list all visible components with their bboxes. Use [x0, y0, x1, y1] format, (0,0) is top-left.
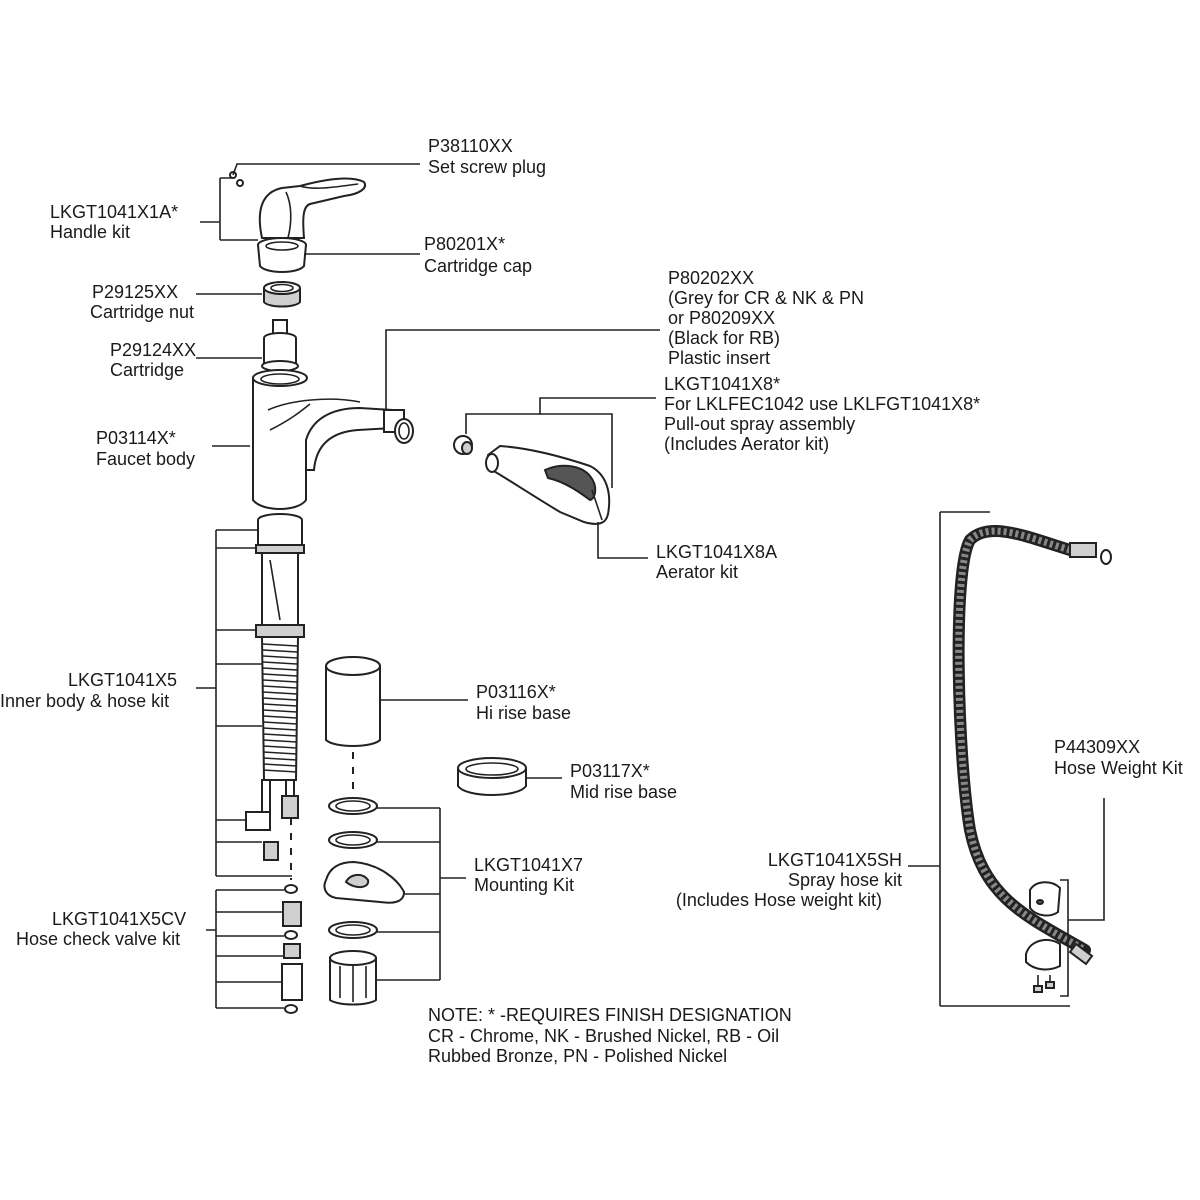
plastic-insert-part [453, 435, 473, 455]
spray-hose-part [952, 525, 1112, 966]
spray-hose-kit-line-1: LKGT1041X5SH [768, 850, 902, 870]
inner-body-hose-part-number: LKGT1041X5 [68, 670, 177, 690]
plastic-insert-line-2: (Grey for CR & NK & PN [668, 288, 864, 308]
spray-hose-kit-line-2: Spray hose kit [788, 870, 902, 890]
mid-rise-base-part-number: P03117X* [570, 761, 650, 781]
hose-rib [262, 667, 298, 671]
pull-out-spray-line-3: Pull-out spray assembly [664, 414, 855, 434]
set-screw-plug-desc: Set screw plug [428, 157, 546, 177]
hose-rib [262, 751, 298, 755]
faucet-body-part-number: P03114X* [96, 428, 176, 448]
hose-rib [262, 649, 298, 653]
hose-check-valve-part [281, 884, 303, 1014]
hi-rise-base-part-number: P03116X* [476, 682, 556, 702]
hose-rib [262, 769, 298, 773]
cartridge-nut-desc: Cartridge nut [90, 302, 194, 322]
aerator-kit-part-number: LKGT1041X8A [656, 542, 777, 562]
note-line-3: Rubbed Bronze, PN - Polished Nickel [428, 1046, 727, 1066]
mid-rise-base-part [457, 757, 527, 796]
hose-rib [262, 709, 298, 713]
hose-rib [262, 685, 298, 689]
hose-weight-part [1025, 881, 1062, 993]
cartridge-nut-part [263, 281, 301, 308]
hose-rib [262, 703, 298, 707]
pull-out-spray-part [485, 444, 611, 525]
cartridge-desc: Cartridge [110, 360, 184, 380]
pull-out-spray-line-4: (Includes Aerator kit) [664, 434, 829, 454]
hose-rib [262, 673, 298, 677]
pull-out-spray-line-2: For LKLFEC1042 use LKLFGT1041X8* [664, 394, 980, 414]
hose-weight-kit-part-number: P44309XX [1054, 737, 1140, 757]
note-line-1: NOTE: * -REQUIRES FINISH DESIGNATION [428, 1005, 792, 1025]
note-line-2: CR - Chrome, NK - Brushed Nickel, RB - O… [428, 1026, 779, 1046]
faucet-body-desc: Faucet body [96, 449, 195, 469]
plastic-insert-line-1: P80202XX [668, 268, 754, 288]
cartridge-nut-part-number: P29125XX [92, 282, 178, 302]
callout-labels: P38110XX Set screw plug LKGT1041X1A* Han… [0, 136, 1183, 1066]
mounting-kit-part [323, 797, 406, 1006]
cartridge-part [261, 319, 299, 372]
handle-part [258, 177, 366, 239]
leader-lines [196, 163, 1105, 1009]
inner-body-hose-part [245, 513, 305, 880]
hose-rib [262, 727, 298, 731]
set-screw-plug-part-number: P38110XX [428, 136, 513, 156]
hi-rise-base-desc: Hi rise base [476, 703, 571, 723]
spray-hose-kit-line-3: (Includes Hose weight kit) [676, 890, 882, 910]
handle-kit-desc: Handle kit [50, 222, 130, 242]
hose-weight-kit-desc: Hose Weight Kit [1054, 758, 1183, 778]
hose-rib [262, 655, 298, 659]
inner-body-hose-desc: Inner body & hose kit [0, 691, 169, 711]
plastic-insert-line-5: Plastic insert [668, 348, 770, 368]
plastic-insert-line-4: (Black for RB) [668, 328, 780, 348]
plastic-insert-line-3: or P80209XX [668, 308, 775, 328]
set-screw-part [229, 171, 244, 187]
mounting-kit-part-number: LKGT1041X7 [474, 855, 583, 875]
hose-rib [262, 745, 298, 749]
handle-kit-part-number: LKGT1041X1A* [50, 202, 178, 222]
pull-out-spray-line-1: LKGT1041X8* [664, 374, 780, 394]
hi-rise-base-part [325, 656, 381, 790]
hose-rib [262, 643, 298, 647]
cartridge-part-number: P29124XX [110, 340, 196, 360]
hose-rib [262, 691, 298, 695]
hose-rib [262, 763, 298, 767]
hose-check-valve-desc: Hose check valve kit [16, 929, 180, 949]
hose-ribs [262, 643, 298, 773]
hose-rib [262, 697, 298, 701]
hose-rib [262, 739, 298, 743]
hose-rib [262, 715, 298, 719]
hose-rib [262, 721, 298, 725]
hose-rib [262, 757, 298, 761]
aerator-kit-desc: Aerator kit [656, 562, 738, 582]
faucet-body-part [252, 369, 414, 510]
mid-rise-base-desc: Mid rise base [570, 782, 677, 802]
mounting-kit-desc: Mounting Kit [474, 875, 574, 895]
hose-rib [262, 661, 298, 665]
cartridge-cap-part-number: P80201X* [424, 234, 505, 254]
hose-check-valve-part-number: LKGT1041X5CV [52, 909, 186, 929]
hose-rib [262, 679, 298, 683]
cartridge-cap-desc: Cartridge cap [424, 256, 532, 276]
cartridge-cap-part [257, 237, 307, 273]
hose-rib [262, 733, 298, 737]
